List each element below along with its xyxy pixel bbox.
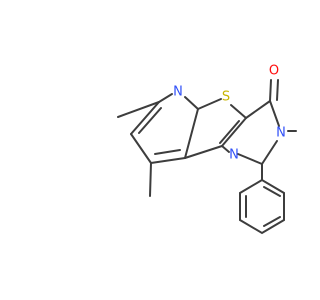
bond-c4b-c5 (150, 157, 186, 164)
bond-c6-c7-double (138, 107, 162, 134)
bond-c9a-c4a-double (219, 120, 240, 144)
bonds (117, 79, 297, 197)
phenyl-ring (239, 178, 285, 235)
bond-c8a-c4b (184, 108, 199, 159)
bond-c4-o (269, 79, 272, 102)
bond-c8a-s (197, 98, 222, 110)
phenyl-double-2 (263, 216, 281, 227)
chemical-structure-diagram: N S O N N (117, 64, 297, 235)
phenyl-ring-outline (239, 178, 285, 235)
bond-c4a-c4b (184, 145, 223, 159)
atom-pyrimidine-n3: N (276, 126, 286, 141)
bond-c9a-c4 (245, 100, 271, 119)
bond-n3-c2 (261, 140, 278, 165)
bond-methyl-bottom (149, 162, 152, 197)
bond-n1-c4a (221, 145, 230, 153)
bond-c9a-c4a (221, 117, 247, 147)
bond-s-c9a (230, 104, 247, 119)
bond-c4b-c5-double (154, 149, 181, 155)
bond-c7-n8 (158, 93, 173, 103)
bond-c4-o-double (276, 79, 279, 101)
atom-pyrimidine-n1: N (229, 148, 239, 163)
bond-methyl-left (117, 101, 160, 118)
bond-c4-n3 (269, 100, 280, 127)
bond-c6-c7 (130, 101, 160, 135)
bond-c2-n1 (237, 153, 263, 165)
bond-c5-c6 (130, 133, 152, 164)
atom-sulfur: S (222, 90, 230, 105)
bond-n8-c8a (184, 96, 199, 110)
atom-carbonyl-oxygen: O (269, 64, 279, 79)
atom-pyridine-nitrogen: N (173, 85, 183, 100)
atom-labels: N S O N N (173, 64, 286, 163)
phenyl-double-3 (263, 186, 281, 197)
